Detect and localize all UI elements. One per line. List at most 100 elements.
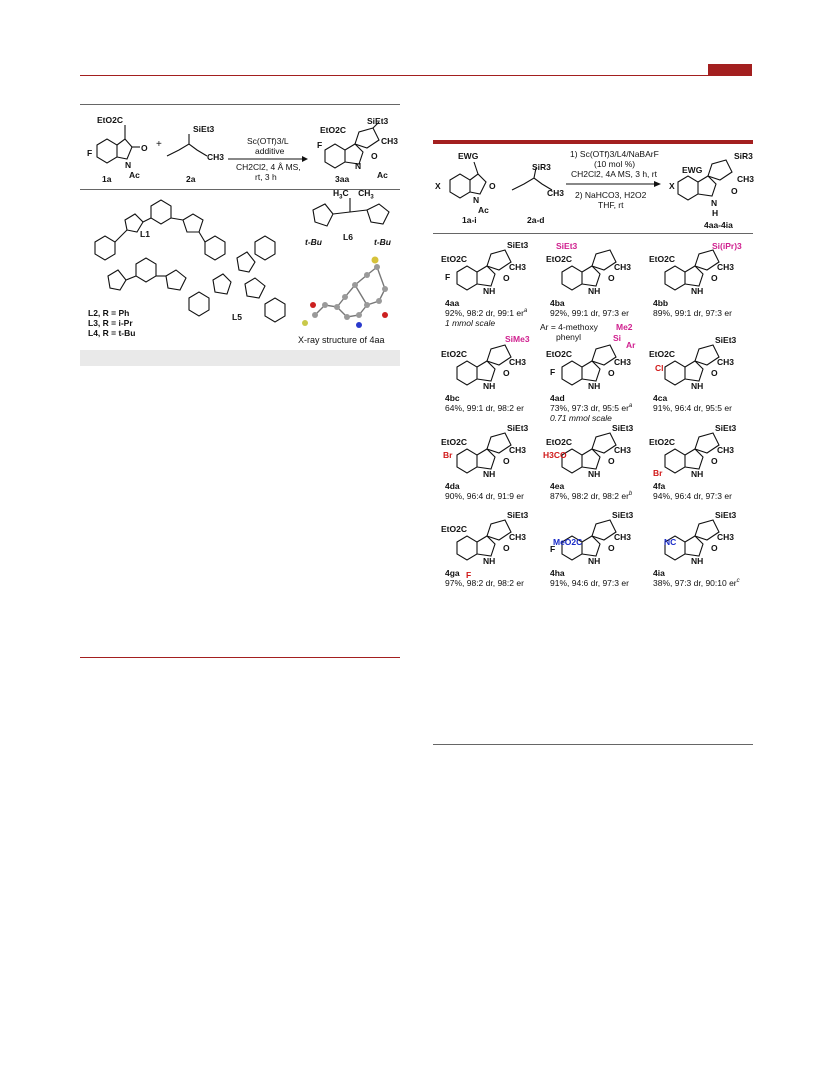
compound-nh-4ca: NH [691, 381, 704, 391]
4ca-chloro: Cl [655, 363, 664, 373]
compound-note-4aa: 1 mmol scale [445, 318, 496, 328]
compound-methyl-4fa: CH3 [717, 445, 735, 455]
ligand-L6-methyls: H3C CH3 [333, 188, 374, 201]
label-2a-d: 2a-d [527, 215, 545, 225]
xray-structure-image [302, 256, 388, 328]
compound-label-4ha: 4ha [550, 568, 565, 578]
compound-data-4ia: 38%, 97:3 dr, 90:10 erc [653, 578, 740, 588]
compound-nh-4ad: NH [588, 381, 601, 391]
product-4-silyl: SiR3 [734, 151, 753, 161]
compound-nh-4bc: NH [483, 381, 496, 391]
4ad-ar-note-1: Ar = 4-methoxy [540, 322, 598, 332]
compound-ester-4ca: EtO2C [649, 349, 675, 359]
product-3aa-fluoro: F [317, 140, 323, 150]
compound-structure-4fa [664, 432, 720, 474]
compound-nh-4ga: NH [483, 556, 496, 566]
left-bottom-rule [80, 657, 400, 658]
compound-oxo-4ca: O [711, 368, 718, 378]
right-cond-2: (10 mol %) [594, 159, 636, 169]
4ia-nitrile: NC [664, 537, 677, 547]
4ad-me2: Me2 [616, 322, 633, 332]
compound-silyl-4ga: SiEt3 [507, 510, 529, 520]
plus-sign: + [156, 139, 162, 150]
compound-label-4da: 4da [445, 481, 460, 491]
compound-data-4ea: 87%, 98:2 dr, 98:2 erb [550, 491, 633, 501]
compound-nh-4ea: NH [588, 469, 601, 479]
compound-methyl-4bb: CH3 [717, 262, 735, 272]
compound-structure-4da [456, 432, 512, 474]
left-conditions-catalyst: Sc(OTf)3/L [247, 136, 289, 146]
4ba-silyl: SiEt3 [556, 241, 578, 251]
right-reaction-arrow [566, 181, 661, 187]
label-4aa-4ia: 4aa-4ia [704, 220, 733, 230]
reagent-1a-ester: EtO2C [97, 115, 123, 125]
label-1a-i: 1a-i [462, 215, 477, 225]
ligand-L1-structure [94, 199, 226, 261]
4ad-si: Si [613, 333, 622, 343]
left-reaction-arrow [228, 156, 308, 162]
reagent-1a-structure [96, 125, 140, 164]
substrate-2-structure [511, 167, 553, 191]
ligand-L6-tbu-left: t-Bu [305, 237, 322, 247]
compound-ester-4bc: EtO2C [441, 349, 467, 359]
compound-nh-4fa: NH [691, 469, 704, 479]
compound-nh-4aa: NH [483, 286, 496, 296]
compound-data-4bc: 64%, 99:1 dr, 98:2 er [445, 403, 524, 413]
ligand-L6-label: L6 [343, 232, 353, 242]
compound-structure-4ga [456, 519, 512, 561]
reagent-2a-silyl: SiEt3 [193, 124, 215, 134]
ligand-L2-L4-structure [107, 257, 187, 291]
label-1a: 1a [102, 174, 112, 184]
substrate-nitrogen: N [473, 195, 480, 205]
substrate-oxo: O [489, 181, 496, 191]
compound-silyl-4ca: SiEt3 [715, 335, 737, 345]
compound-structure-4bb [664, 249, 720, 291]
compound-methyl-4ba: CH3 [614, 262, 632, 272]
substrate-2-silyl: SiR3 [532, 162, 551, 172]
ligand-L5-structure [188, 235, 286, 323]
right-cond-3: CH2Cl2, 4A MS, 3 h, rt [571, 169, 657, 179]
compound-fluoro-4ha: F [550, 544, 556, 554]
compound-oxo-4ia: O [711, 543, 718, 553]
compound-nh-4da: NH [483, 469, 496, 479]
compound-structure-4ba [561, 249, 617, 291]
right-table-top-bar [433, 140, 753, 144]
compound-oxo-4ba: O [608, 273, 615, 283]
compound-label-4fa: 4fa [653, 481, 666, 491]
substrate-acetyl: Ac [478, 205, 489, 215]
reagent-2a-methyl: CH3 [207, 152, 225, 162]
4bc-silyl: SiMe3 [505, 334, 530, 344]
compound-ester-4bb: EtO2C [649, 254, 675, 264]
compound-label-4bc: 4bc [445, 393, 460, 403]
compound-structure-4ia [664, 519, 720, 561]
4ga-fluoro: F [466, 570, 472, 580]
ligand-L5-label: L5 [232, 312, 242, 322]
compound-label-4ba: 4ba [550, 298, 565, 308]
right-cond-4: 2) NaHCO3, H2O2 [575, 190, 647, 200]
compound-silyl-4da: SiEt3 [507, 423, 529, 433]
compound-data-4aa: 92%, 98:2 dr, 99:1 era [445, 308, 528, 318]
compound-methyl-4ha: CH3 [614, 532, 632, 542]
compound-ester-4ea: EtO2C [546, 437, 572, 447]
4ha-ester: MeO2C [553, 537, 583, 547]
header-rule [80, 75, 752, 76]
product-4-methyl: CH3 [737, 174, 755, 184]
substrate-2-methyl: CH3 [547, 188, 565, 198]
substrate-1-structure [449, 161, 487, 199]
compound-data-4bb: 89%, 99:1 dr, 97:3 er [653, 308, 732, 318]
substrate-x: X [435, 181, 441, 191]
compound-label-4ad: 4ad [550, 393, 565, 403]
compound-methyl-4ia: CH3 [717, 532, 735, 542]
compound-structure-4ha [561, 519, 617, 561]
compound-data-4ga: 97%, 98:2 dr, 98:2 er [445, 578, 524, 588]
4ad-ar: Ar [626, 340, 636, 350]
right-cond-5: THF, rt [598, 200, 624, 210]
compound-data-4ca: 91%, 96:4 dr, 95:5 er [653, 403, 732, 413]
product-4-nh: N [711, 198, 718, 208]
product-4-structure [677, 159, 733, 201]
reagent-1a-nitrogen: N [125, 160, 132, 170]
compound-note-4ad: 0.71 mmol scale [550, 413, 612, 423]
4ea-methoxy: H3CO [543, 450, 567, 460]
compound-ester-4da: EtO2C [441, 437, 467, 447]
reagent-1a-fluoro: F [87, 148, 93, 158]
